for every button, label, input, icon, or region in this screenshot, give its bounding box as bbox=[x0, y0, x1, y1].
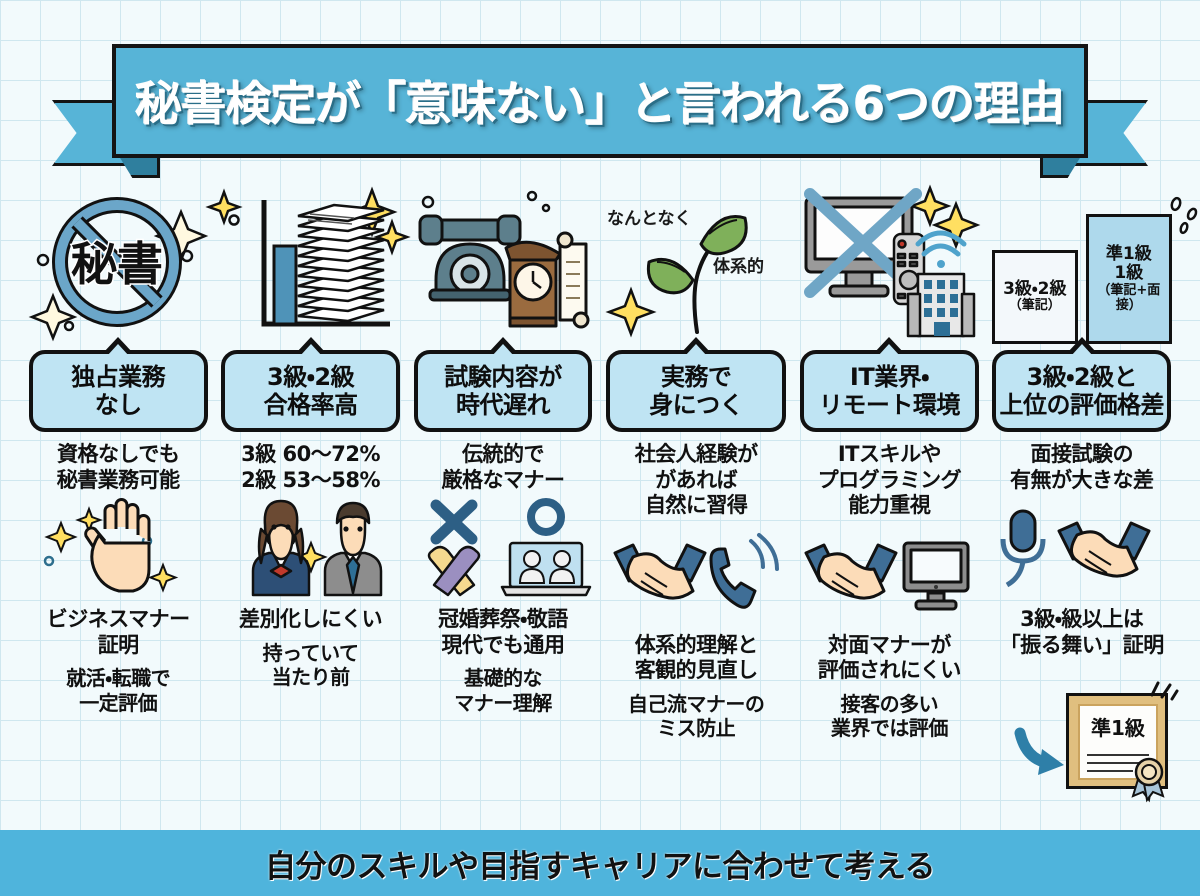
raised-hand-icon bbox=[24, 497, 212, 601]
ceremony-cross-laptop-meeting-icon bbox=[409, 497, 597, 601]
wifi-icon bbox=[915, 230, 967, 268]
award-certificate-icon: 準1級 bbox=[1065, 693, 1168, 803]
microphone-icon bbox=[1000, 509, 1046, 588]
title-banner: 秘書検定が「意味ない」と言われる6つの理由 bbox=[52, 44, 1148, 178]
certificate-inner: 準1級 bbox=[1077, 704, 1158, 780]
footer-label: 自分のスキルや目指すキャリアに合わせて考える bbox=[264, 848, 936, 885]
reason-header-3: 試験内容が 時代遅れ bbox=[413, 337, 593, 432]
handshake-icon bbox=[804, 543, 898, 600]
footer-banner: 自分のスキルや目指すキャリアに合わせて考える bbox=[0, 830, 1200, 896]
reason-header-2: 3級・2級 合格率高 bbox=[221, 337, 401, 432]
reason-desc2-1: ビジネスマナー 証明 bbox=[46, 607, 190, 657]
reason-desc3-1: 就活・転職で 一定評価 bbox=[66, 666, 171, 715]
doc-stack-white bbox=[297, 203, 384, 323]
handshake-icon bbox=[1057, 521, 1151, 578]
handshake-phone-icon bbox=[601, 523, 791, 627]
reason-header-6: 3級・2級と 上位の評価格差 bbox=[992, 337, 1172, 432]
certificate-group: 準1級 bbox=[1014, 681, 1179, 803]
reason-desc2-2: 差別化しにくい bbox=[239, 607, 383, 632]
reason-column-2: 3級・2級 合格率高 3級 60〜72% 2級 53〜58% bbox=[204, 178, 411, 823]
reason-desc3-3: 基礎的な マナー理解 bbox=[454, 666, 552, 715]
microphone-handshake-icon bbox=[988, 497, 1176, 601]
grade-low-sub: （筆記） bbox=[1008, 298, 1061, 314]
rotary-phone-clock-scroll-icon bbox=[409, 178, 597, 346]
sprout-label-left: なんとなく bbox=[607, 209, 692, 229]
reason-desc2-5: 対面マナーが 評価されにくい bbox=[817, 632, 962, 683]
grade-high-main2: 1級 bbox=[1114, 263, 1144, 284]
reason-header-label-2: 3級・2級 合格率高 bbox=[263, 362, 359, 419]
sprout-label-right: 体系的 bbox=[713, 256, 764, 277]
sparkle-lines-icon bbox=[1150, 681, 1179, 701]
reason-header-label-1: 独占業務 なし bbox=[71, 362, 166, 419]
two-students-icon bbox=[216, 497, 404, 601]
monitor-crossed-remote-wifi-building-icon bbox=[795, 178, 983, 346]
reason-column-3: 試験内容が 時代遅れ 伝統的で 厳格なマナー bbox=[409, 178, 597, 823]
reason-desc2-4: 体系的理解と 客観的見直し bbox=[634, 632, 759, 683]
reason-header-label-4: 実務で 身につく bbox=[649, 362, 744, 419]
document-stack-bar-chart-icon bbox=[204, 178, 411, 346]
reason-header-label-3: 試験内容が 時代遅れ bbox=[444, 362, 562, 419]
award-ribbon-icon bbox=[1131, 757, 1165, 803]
grade-low-main: 3級・2級 bbox=[1003, 278, 1067, 299]
reason-desc1-6: 面接試験の 有無が大きな差 bbox=[1010, 442, 1154, 492]
page-title: 秘書検定が「意味ない」と言われる6つの理由 bbox=[135, 77, 1066, 131]
sprout-growth-icon: なんとなく 体系的 bbox=[601, 178, 791, 346]
reason-desc3-4: 自己流マナーの ミス防止 bbox=[627, 692, 765, 741]
banner-body: 秘書検定が「意味ない」と言われる6つの理由 bbox=[112, 44, 1088, 158]
reason-desc2-6: 3級・級以上は 「振る舞い」証明 bbox=[999, 607, 1165, 657]
reason-desc1-2: 3級 60〜72% 2級 53〜58% bbox=[241, 442, 381, 492]
grade-box-low: 3級・2級 （筆記） bbox=[991, 250, 1078, 344]
reason-header-1: 独占業務 なし bbox=[28, 337, 208, 432]
reason-header-label-6: 3級・2級と 上位の評価格差 bbox=[999, 362, 1165, 419]
reason-header-4: 実務で 身につく bbox=[605, 337, 787, 432]
reason-desc1-5: ITスキルや プログラミング 能力重視 bbox=[817, 442, 962, 518]
reason-desc3-5: 接客の多い 業界では評価 bbox=[830, 692, 949, 741]
reason-column-4: なんとなく 体系的 実務で 身につく 社会人経験が があれば 自然に習得 bbox=[601, 178, 791, 823]
reason-desc1-3: 伝統的で 厳格なマナー bbox=[441, 442, 565, 492]
reason-desc1-1: 資格なしでも 秘書業務可能 bbox=[56, 442, 181, 492]
reason-column-5: IT業界・ リモート環境 ITスキルや プログラミング 能力重視 bbox=[795, 178, 983, 823]
reasons-grid: 秘書 独占業務 なし 資格なしでも 秘書業務可能 bbox=[24, 178, 1198, 823]
certificate-label: 準1級 bbox=[1091, 716, 1145, 740]
reason-header-label-5: IT業界・ リモート環境 bbox=[818, 362, 961, 419]
prohibition-label: 秘書 bbox=[71, 237, 163, 291]
monitor-icon bbox=[902, 541, 970, 611]
reason-column-6: 3級・2級 （筆記） 準1級 1級 （筆記+面接） 3 bbox=[988, 178, 1198, 823]
reason-desc2-3: 冠婚葬祭・敬語 現代でも通用 bbox=[438, 607, 568, 657]
handshake-icon bbox=[613, 543, 707, 600]
curved-arrow-icon bbox=[1014, 727, 1064, 775]
no-secretary-prohibition-icon: 秘書 bbox=[24, 178, 212, 346]
grade-box-high: 準1級 1級 （筆記+面接） bbox=[1085, 214, 1172, 344]
grade-high-sub: （筆記+面接） bbox=[1097, 282, 1161, 313]
reason-header-5: IT業界・ リモート環境 bbox=[799, 337, 979, 432]
grade-high-main1: 準1級 bbox=[1105, 243, 1152, 264]
grade-comparison-boxes-icon: 3級・2級 （筆記） 準1級 1級 （筆記+面接） bbox=[988, 178, 1198, 346]
telephone-icon bbox=[709, 547, 757, 609]
reason-desc1-4: 社会人経験が があれば 自然に習得 bbox=[634, 442, 759, 518]
reason-column-1: 秘書 独占業務 なし 資格なしでも 秘書業務可能 bbox=[24, 178, 212, 823]
reason-desc3-2: 持っていて 当たり前 bbox=[262, 640, 359, 690]
handshake-monitor-icon bbox=[795, 523, 983, 627]
accent-dots-icon bbox=[1170, 196, 1198, 235]
